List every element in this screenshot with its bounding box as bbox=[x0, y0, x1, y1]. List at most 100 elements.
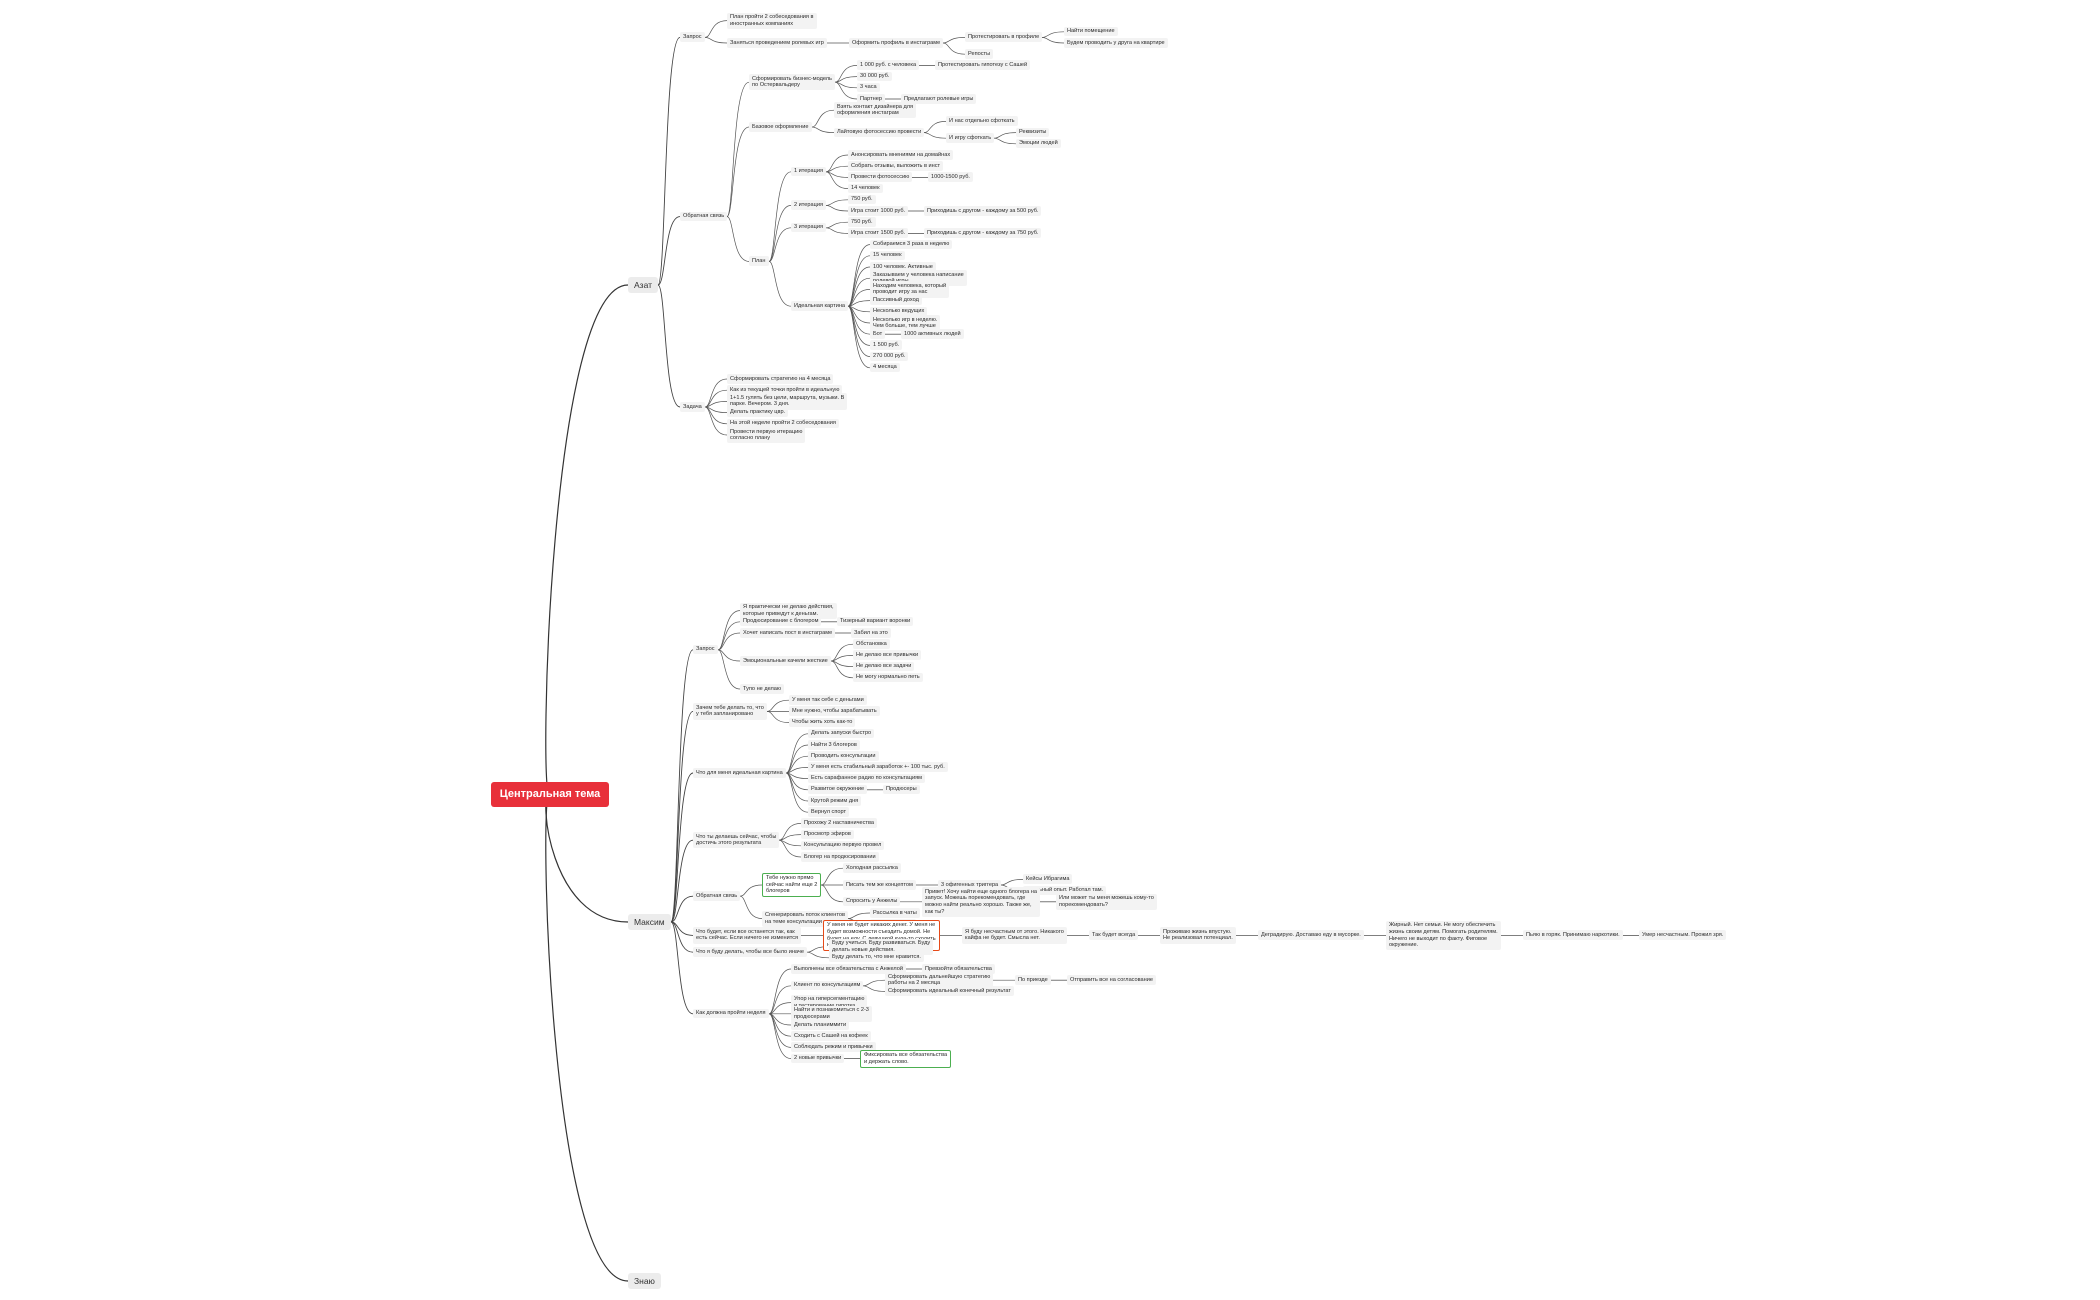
topic-найти-и-познакомиться-с-2-3-пр[interactable]: Найти и познакомиться с 2-3 продюсерами bbox=[791, 1005, 872, 1022]
topic-план-пройти-2-собеседования-в-[interactable]: План пройти 2 собеседования в иностранны… bbox=[727, 12, 817, 29]
topic-найти-3-блогеров[interactable]: Найти 3 блогеров bbox=[808, 740, 860, 750]
topic-2-новые-привычки[interactable]: 2 новые привычки bbox=[791, 1053, 845, 1064]
topic-соблюдать-режим-и-привычки[interactable]: Соблюдать режим и привычки bbox=[791, 1042, 876, 1052]
topic-тизерный-вариант-воронки[interactable]: Тизерный вариант воронки bbox=[837, 616, 914, 627]
topic-задача[interactable]: Задача bbox=[680, 402, 705, 412]
topic-бот[interactable]: Бот bbox=[870, 329, 886, 339]
topic-писать-тем-же-концептом[interactable]: Писать тем же концептом bbox=[843, 880, 916, 890]
topic-запрос[interactable]: Запрос bbox=[680, 32, 705, 42]
topic-1000-активных-людей[interactable]: 1000 активных людей bbox=[901, 329, 964, 339]
topic-на-этой-неделе-пройти-2-собесе[interactable]: На этой неделе пройти 2 собеседования bbox=[727, 418, 839, 429]
topic-забил-на-это[interactable]: Забил на это bbox=[851, 628, 891, 638]
topic-реквизиты[interactable]: Реквизиты bbox=[1016, 127, 1050, 138]
topic-как-должна-пройти-неделя[interactable]: Как должна пройти неделя bbox=[693, 1008, 769, 1019]
topic-что-для-меня-идеальная-картина[interactable]: Что для меня идеальная картина bbox=[693, 768, 786, 778]
topic-1-1-5-гулять-без-цели-маршрута[interactable]: 1+1.5 гулять без цели, маршрута, музыки.… bbox=[727, 393, 848, 410]
topic-сформировать-идеальный-конечны[interactable]: Сформировать идеальный конечный результа… bbox=[885, 986, 1014, 996]
topic-зачем-тебе-делать-то-что-у-теб[interactable]: Зачем тебе делать то, что у тебя заплани… bbox=[693, 703, 767, 720]
topic-пьяю-в-горяк-принимаю-наркотик[interactable]: Пьяю в горяк. Принимаю наркотики. bbox=[1523, 930, 1623, 940]
topic-несколько-игр-в-неделю-чем-бол[interactable]: Несколько игр в неделю. Чем больше, тем … bbox=[870, 315, 941, 332]
topic-развитое-окружение[interactable]: Развитое окружение bbox=[808, 784, 868, 795]
topic-3-офигенных-триггера[interactable]: 3 офигенных триггера bbox=[938, 880, 1002, 890]
topic-игра-стоит-1500-руб[interactable]: Игра стоит 1500 руб. bbox=[848, 228, 909, 238]
topic-собрать-отзывы-выложить-в-инст[interactable]: Собрать отзывы, выложить в инст bbox=[848, 161, 944, 171]
topic-сформировать-бизнес-модель-по-[interactable]: Сформировать бизнес-модель по Остервальд… bbox=[749, 74, 835, 91]
topic-не-делаю-все-задачи[interactable]: Не делаю все задачи bbox=[853, 661, 915, 672]
topic-просмотр-эфиров[interactable]: Просмотр эфиров bbox=[801, 829, 854, 840]
topic-делать-практику-цвр[interactable]: Делать практику цвр. bbox=[727, 407, 789, 418]
topic-продюсеры[interactable]: Продюсеры bbox=[883, 784, 920, 795]
topic-жирный-нет-семьи-не-могу-обесп[interactable]: Жирный. Нет семьи. Не могу обеспечить жи… bbox=[1386, 920, 1501, 951]
topic-14-человек[interactable]: 14 человек bbox=[848, 183, 883, 194]
topic-1-500-руб[interactable]: 1 500 руб. bbox=[870, 340, 903, 350]
topic-сформировать-дальнейшую-страте[interactable]: Сформировать дальнейшую стратегию работы… bbox=[885, 972, 994, 989]
topic-1-000-руб-с-человека[interactable]: 1 000 руб. с человека bbox=[857, 60, 920, 70]
topic-запрос[interactable]: Запрос bbox=[693, 644, 718, 655]
topic-мне-нужно-чтобы-зарабатывать[interactable]: Мне нужно, чтобы зарабатывать bbox=[789, 706, 880, 716]
topic-выполнены-все-обязательства-с-[interactable]: Выполнены все обязательства с Анжелой bbox=[791, 964, 906, 974]
topic-максим[interactable]: Максим bbox=[628, 914, 671, 930]
topic-протестировать-гипотезу-с-саше[interactable]: Протестировать гипотезу с Сашей bbox=[935, 60, 1031, 70]
topic-что-я-буду-делать-чтобы-все-бы[interactable]: Что я буду делать, чтобы все было иначе bbox=[693, 947, 807, 957]
topic-хочет-написать-пост-в-инстагра[interactable]: Хочет написать пост в инстаграме bbox=[740, 628, 836, 638]
topic-несколько-ведущих[interactable]: Несколько ведущих bbox=[870, 306, 928, 317]
topic-тупо-не-делаю[interactable]: Тупо не делаю bbox=[740, 684, 785, 694]
topic-1000-1500-руб[interactable]: 1000-1500 руб. bbox=[928, 172, 973, 182]
topic-3-итерация[interactable]: 3 итерация bbox=[791, 222, 826, 233]
topic-идеальная-картина[interactable]: Идеальная картина bbox=[791, 301, 849, 311]
topic-крутой-режим-дня[interactable]: Крутой режим дня bbox=[808, 796, 862, 806]
topic-я-буду-несчастным-от-этого-ник[interactable]: Я буду несчастным от этого. Никакого кай… bbox=[962, 927, 1067, 944]
topic-прохожу-2-наставничества[interactable]: Прохожу 2 наставничества bbox=[801, 818, 877, 828]
topic-находим-человека-который-прово[interactable]: Находим человека, который проводит игру … bbox=[870, 281, 950, 298]
topic-деградирую-доставаю-еду-в-мусо[interactable]: Деградирую. Доставаю еду в мусорке. bbox=[1258, 930, 1364, 940]
topic-сходить-с-сашей-на-кофеек[interactable]: Сходить с Сашей на кофеек bbox=[791, 1031, 871, 1041]
topic-лайтовую-фотосессию-провести[interactable]: Лайтовую фотосессию провести bbox=[834, 127, 925, 138]
topic-собираемся-3-раза-в-неделю[interactable]: Собираемся 3 раза в неделю bbox=[870, 239, 953, 250]
topic-сформировать-стратегию-на-4-ме[interactable]: Сформировать стратегию на 4 месяца bbox=[727, 374, 834, 384]
topic-делать-планиммити[interactable]: Делать планиммити bbox=[791, 1020, 850, 1030]
topic-превзойти-обязательства[interactable]: Превзойти обязательства bbox=[922, 964, 995, 974]
topic-анонсировать-мнениями-на-домай[interactable]: Анонсировать мнениями на домайнах bbox=[848, 150, 954, 160]
topic-я-практически-не-делаю-действи[interactable]: Я практически не делаю действия, которые… bbox=[740, 602, 837, 619]
topic-предлагают-ролевые-игры[interactable]: Предлагают ролевые игры bbox=[901, 94, 977, 104]
topic-пассивный-доход[interactable]: Пассивный доход bbox=[870, 295, 922, 306]
topic-фиксировать-все-обязательства-[interactable]: Фиксировать все обязательства и держать … bbox=[860, 1049, 952, 1068]
topic-план[interactable]: План bbox=[749, 256, 769, 266]
topic-тебе-нужно-прямо-сейчас-найти-[interactable]: Тебе нужно прямо сейчас найти еще 2 блог… bbox=[762, 872, 822, 898]
topic-обстановка[interactable]: Обстановка bbox=[853, 639, 890, 649]
topic-или-может-ты-меня-можешь-кому-[interactable]: Или может ты меня можешь кому-то пореком… bbox=[1056, 893, 1157, 910]
topic-умер-несчастным-прожил-зря[interactable]: Умер несчастным. Прожил зря. bbox=[1639, 930, 1727, 940]
topic-провести-фотосессию[interactable]: Провести фотосессию bbox=[848, 172, 913, 182]
topic-750-руб[interactable]: 750 руб. bbox=[848, 194, 876, 205]
topic-партнер[interactable]: Партнер bbox=[857, 94, 885, 104]
topic-проживаю-жизнь-впустую-не-реал[interactable]: Проживаю жизнь впустую. Не реализовал по… bbox=[1160, 927, 1236, 944]
topic-консультацию-первую-провел[interactable]: Консультацию первую провел bbox=[801, 840, 885, 851]
topic-буду-делать-то-что-мне-нравитс[interactable]: Буду делать то, что мне нравится. bbox=[829, 952, 924, 963]
topic-холодная-рассылка[interactable]: Холодная рассылка bbox=[843, 863, 901, 873]
topic-взять-контакт-дизайнера-для-оф[interactable]: Взять контакт дизайнера для оформления и… bbox=[834, 102, 917, 119]
topic-есть-сарафанное-радио-по-консу[interactable]: Есть сарафанное радио по консультациям bbox=[808, 773, 925, 784]
topic-и-игру-сфоткать[interactable]: И игру сфоткать bbox=[946, 133, 995, 143]
topic-так-будет-всегда[interactable]: Так будет всегда bbox=[1089, 930, 1139, 940]
topic-блогер-на-продюсировании[interactable]: Блогер на продюсировании bbox=[801, 852, 879, 862]
topic-750-руб[interactable]: 750 руб. bbox=[848, 217, 876, 227]
topic-что-будет-если-все-останется-т[interactable]: Что будет, если все останется так, как е… bbox=[693, 927, 802, 944]
topic-по-приезде[interactable]: По приезде bbox=[1015, 975, 1051, 985]
topic-1-итерация[interactable]: 1 итерация bbox=[791, 166, 826, 177]
topic-знаю[interactable]: Знаю bbox=[628, 1273, 661, 1289]
topic-270-000-руб[interactable]: 270 000 руб. bbox=[870, 351, 909, 362]
topic-заняться-проведением-ролевых-и[interactable]: Заняться проведением ролевых игр bbox=[727, 38, 827, 48]
topic-игра-стоит-1000-руб[interactable]: Игра стоит 1000 руб. bbox=[848, 206, 909, 216]
topic-проводить-консультации[interactable]: Проводить консультации bbox=[808, 751, 879, 761]
topic-делать-запуски-быстро[interactable]: Делать запуски быстро bbox=[808, 728, 875, 739]
topic-протестировать-в-профиле[interactable]: Протестировать в профиле bbox=[965, 32, 1043, 42]
topic-100-человек-активные[interactable]: 100 человек. Активные bbox=[870, 262, 936, 272]
topic-что-ты-делаешь-сейчас-чтобы-до[interactable]: Что ты делаешь сейчас, чтобы достичь это… bbox=[693, 832, 780, 849]
topic-приходишь-с-другом-каждому-за-[interactable]: Приходишь с другом - каждому за 750 руб. bbox=[924, 228, 1042, 238]
topic-азат[interactable]: Азат bbox=[628, 277, 659, 293]
topic-у-меня-есть-стабильный-заработ[interactable]: У меня есть стабильный заработок +- 100 … bbox=[808, 762, 948, 772]
central-topic[interactable]: Центральная тема bbox=[491, 782, 609, 807]
topic-будем-проводить-у-друга-на-ква[interactable]: Будем проводить у друга на квартире bbox=[1064, 38, 1168, 48]
topic-эмоции-людей[interactable]: Эмоции людей bbox=[1016, 138, 1061, 149]
topic-обратная-связь[interactable]: Обратная связь bbox=[693, 891, 741, 901]
